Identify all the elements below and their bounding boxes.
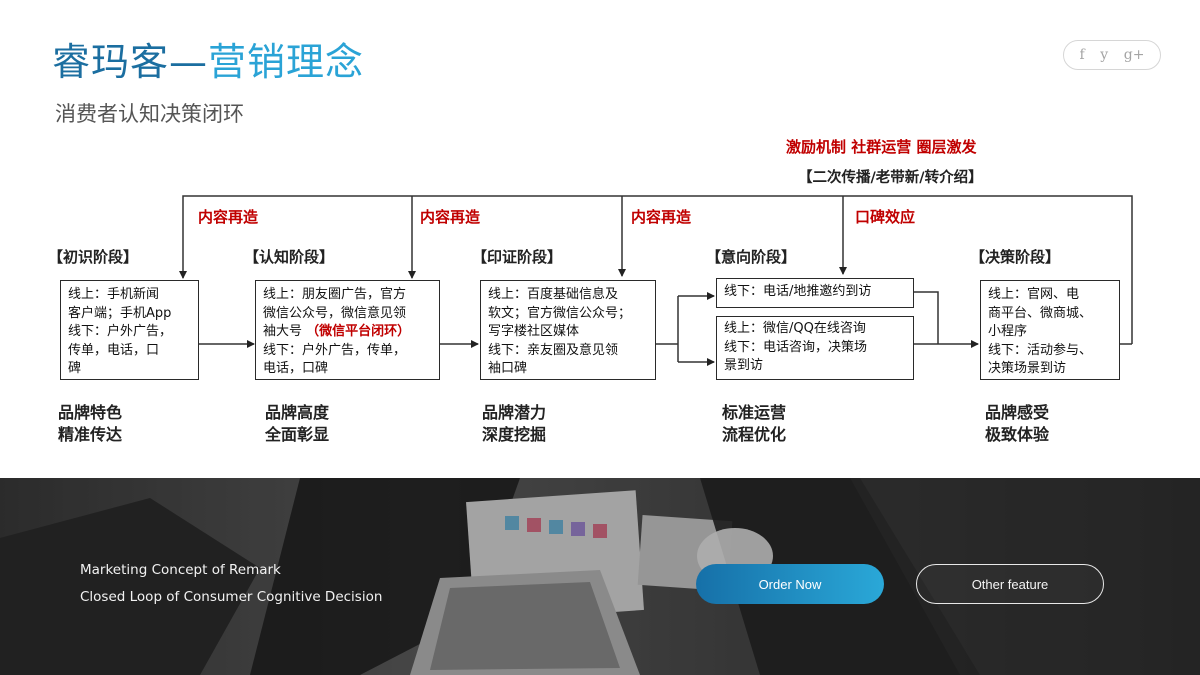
stage-title-1: 【初识阶段】	[48, 248, 139, 266]
stage-title-3: 【印证阶段】	[472, 248, 563, 266]
stage-value-5: 品牌感受极致体验	[985, 403, 1050, 444]
stage-title-2: 【认知阶段】	[244, 248, 335, 266]
stage-title-5: 【决策阶段】	[970, 248, 1061, 266]
google-plus-icon[interactable]: g+	[1123, 47, 1145, 63]
page-title: 睿玛客—营销理念	[52, 36, 364, 88]
flow-merge	[914, 291, 939, 344]
stage-box-2: 线上：朋友圈广告，官方 微信公众号，微信意见领 袖大号 （微信平台闭环） 线下：…	[255, 280, 440, 380]
feedback-loop-line	[179, 195, 1133, 344]
social-links: f y g+	[1063, 40, 1161, 70]
stage-box-3: 线上：百度基础信息及 软文；官方微信公众号； 写字楼社区媒体 线下：亲友圈及意见…	[480, 280, 656, 380]
secondary-spread-label: 【二次传播/老带新/转介绍】	[798, 170, 983, 186]
stage-box-4b: 线上：微信/QQ在线咨询 线下：电话咨询，决策场 景到访	[716, 316, 914, 380]
stage-value-4: 标准运营流程优化	[722, 403, 787, 444]
incentive-label: 激励机制 社群运营 圈层激发	[786, 138, 977, 156]
flow-connectors	[179, 195, 1133, 366]
stage-value-1: 品牌特色精准传达	[58, 403, 123, 444]
content-recreate-label-1: 内容再造	[198, 208, 259, 226]
word-of-mouth-label: 口碑效应	[855, 208, 916, 226]
twitter-icon[interactable]: y	[1100, 47, 1109, 63]
footer-caption-1: Marketing Concept of Remark	[80, 562, 281, 578]
stage-box-4a: 线下：电话/地推邀约到访	[716, 278, 914, 308]
stage-title-4: 【意向阶段】	[706, 248, 797, 266]
wechat-closed-loop-highlight: （微信平台闭环）	[306, 324, 411, 339]
order-now-button[interactable]: Order Now	[696, 564, 884, 604]
page-subtitle: 消费者认知决策闭环	[55, 102, 244, 126]
facebook-icon[interactable]: f	[1079, 47, 1085, 63]
stage-box-5: 线上：官网、电 商平台、微商城、 小程序 线下：活动参与、 决策场景到访	[980, 280, 1120, 380]
other-feature-button[interactable]: Other feature	[916, 564, 1104, 604]
stage-box-1: 线上：手机新闻 客户端；手机App 线下：户外广告， 传单，电话，口 碑	[60, 280, 199, 380]
stage-value-2: 品牌高度全面彰显	[265, 403, 330, 444]
footer-caption-2: Closed Loop of Consumer Cognitive Decisi…	[80, 589, 383, 605]
content-recreate-label-3: 内容再造	[631, 208, 692, 226]
background-photo	[0, 478, 1200, 675]
flow-split	[656, 296, 679, 362]
title-topic: 营销理念	[208, 40, 365, 84]
content-recreate-label-2: 内容再造	[420, 208, 481, 226]
title-brand: 睿玛客—	[52, 40, 209, 84]
stage-value-3: 品牌潜力深度挖掘	[482, 403, 547, 444]
